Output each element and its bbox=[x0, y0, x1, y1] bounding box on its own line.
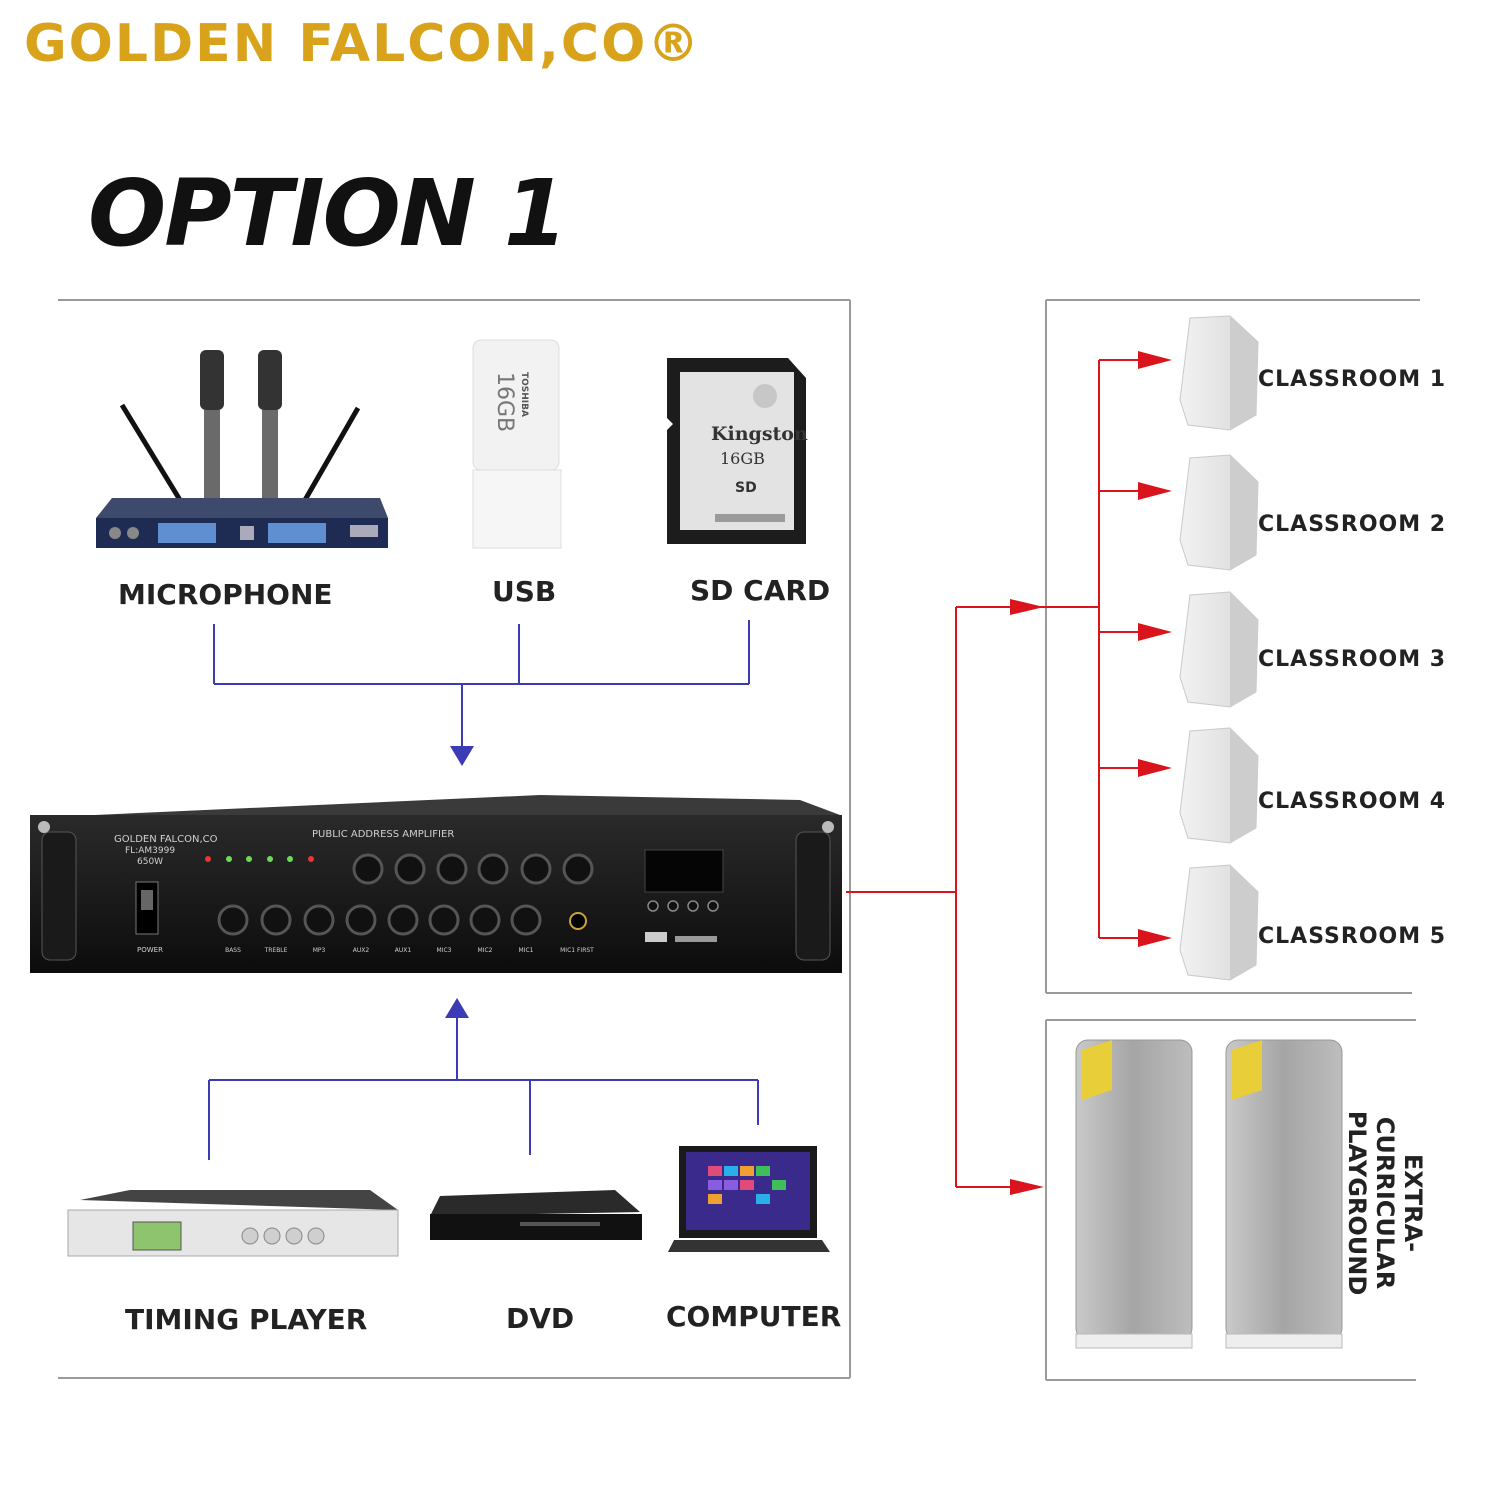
column-speaker-right bbox=[1225, 1039, 1343, 1349]
dvd-label: DVD bbox=[506, 1302, 575, 1335]
sd-capacity: 16GB bbox=[720, 449, 765, 468]
input-lines-top bbox=[213, 620, 750, 766]
classroom-speakers bbox=[1179, 315, 1259, 981]
classroom-frame bbox=[1045, 299, 1420, 994]
timing-player-image bbox=[67, 1190, 399, 1257]
amplifier-image: GOLDEN FALCON,CO FL:AM3999 650W PUBLIC A… bbox=[30, 795, 842, 973]
playground-label: EXTRA-CURRICULAR PLAYGROUND bbox=[1343, 1110, 1427, 1296]
classroom-speaker-1 bbox=[1179, 315, 1259, 431]
amp-switch-label: POWER bbox=[137, 946, 163, 954]
amp-mic-first: MIC1 FIRST bbox=[560, 947, 594, 954]
microphone-label: MICROPHONE bbox=[118, 578, 333, 611]
classroom-4-label: CLASSROOM 4 bbox=[1258, 789, 1447, 814]
left-frame bbox=[58, 299, 851, 1379]
classroom-speaker-5 bbox=[1179, 864, 1259, 981]
amp-knob-aux1: AUX1 bbox=[395, 947, 412, 954]
brand-logo-text: GOLDEN FALCON,CO® bbox=[24, 14, 702, 74]
classroom-1-label: CLASSROOM 1 bbox=[1258, 367, 1447, 392]
amp-knob-mic1: MIC1 bbox=[519, 947, 534, 954]
timing-player-label: TIMING PLAYER bbox=[125, 1303, 368, 1336]
playground-label-wrapper: EXTRA-CURRICULAR PLAYGROUND bbox=[1343, 1068, 1427, 1338]
computer-label: COMPUTER bbox=[666, 1300, 842, 1333]
usb-capacity: 16GB bbox=[492, 372, 517, 432]
amp-knob-mic3: MIC3 bbox=[437, 947, 452, 954]
page-title: OPTION 1 bbox=[88, 160, 568, 267]
usb-brand: TOSHIBA bbox=[519, 372, 529, 417]
input-lines-bottom bbox=[208, 998, 759, 1160]
classroom-3-label: CLASSROOM 3 bbox=[1258, 647, 1447, 672]
amp-knob-treble: TREBLE bbox=[264, 947, 288, 954]
amp-knob-mic2: MIC2 bbox=[478, 947, 493, 954]
dvd-image bbox=[430, 1190, 642, 1240]
output-lines bbox=[846, 359, 1140, 1188]
amp-brand: GOLDEN FALCON,CO bbox=[114, 834, 218, 845]
usb-image: 16GB TOSHIBA bbox=[472, 339, 562, 549]
amp-knob-mp3: MP3 bbox=[313, 947, 326, 954]
column-speaker-left bbox=[1075, 1039, 1193, 1349]
svg-text:SD: SD bbox=[735, 480, 757, 496]
amp-panel-title: PUBLIC ADDRESS AMPLIFIER bbox=[312, 829, 454, 840]
amp-knob-aux2: AUX2 bbox=[353, 947, 370, 954]
output-arrowheads bbox=[1010, 351, 1172, 1195]
sd-card-image: Kingston 16GB SD bbox=[667, 358, 808, 544]
classroom-speaker-3 bbox=[1179, 591, 1259, 708]
amp-knob-bass: BASS bbox=[225, 947, 241, 954]
classroom-speaker-4 bbox=[1179, 727, 1259, 844]
computer-image bbox=[668, 1146, 830, 1252]
classroom-5-label: CLASSROOM 5 bbox=[1258, 924, 1447, 949]
classroom-2-label: CLASSROOM 2 bbox=[1258, 512, 1447, 537]
usb-label: USB bbox=[492, 575, 557, 608]
sd-card-label: SD CARD bbox=[690, 574, 831, 607]
amp-model: FL:AM3999 bbox=[125, 846, 175, 856]
classroom-speaker-2 bbox=[1179, 454, 1259, 571]
amp-power: 650W bbox=[137, 857, 163, 867]
playground-frame bbox=[1045, 1019, 1416, 1381]
microphone-image bbox=[96, 350, 388, 548]
sd-brand: Kingston bbox=[711, 423, 808, 445]
